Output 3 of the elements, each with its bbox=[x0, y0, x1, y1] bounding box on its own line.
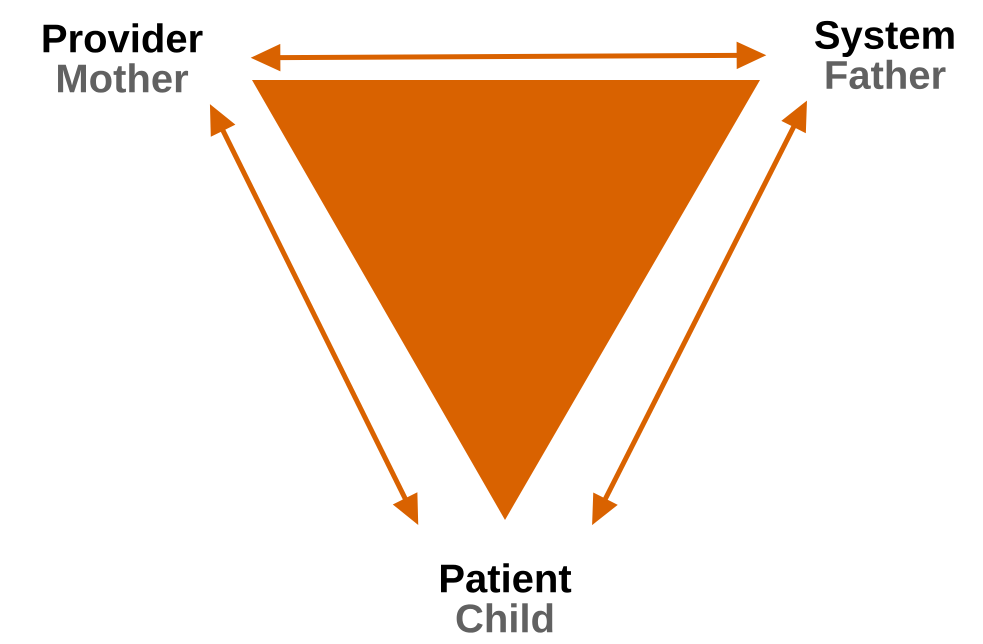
text-label: System Father bbox=[815, 20, 954, 90]
text-label: Provider Mother bbox=[44, 23, 203, 93]
text-label: Patient Child bbox=[441, 563, 572, 633]
